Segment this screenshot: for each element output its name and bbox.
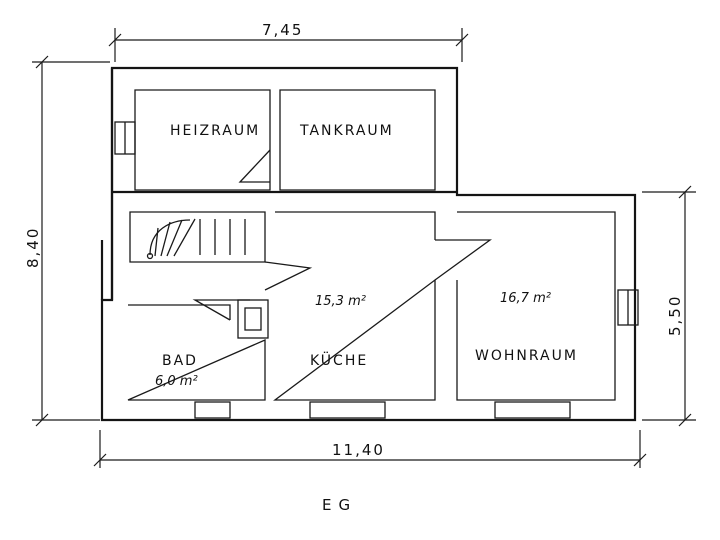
dimension-top-label: 7,45 (262, 21, 303, 39)
tankraum-label: TANKRAUM (299, 123, 394, 139)
dimension-left: 8,40 (24, 55, 110, 427)
bad-label: BAD (162, 353, 198, 369)
doors (192, 149, 492, 321)
heizraum-label: HEIZRAUM (170, 123, 260, 139)
wohnraum-area: 16,7 m² (500, 291, 551, 306)
inner-walls (112, 89, 616, 401)
bad-area: 6,0 m² (155, 374, 198, 389)
dimension-bottom-label: 11,40 (332, 441, 385, 459)
dimension-top: 7,45 (108, 21, 469, 62)
kueche-label: KÜCHE (310, 351, 368, 369)
dimension-right: 5,50 (642, 185, 696, 427)
kueche-area: 15,3 m² (315, 294, 366, 309)
dimension-bottom: 11,40 (93, 430, 647, 468)
staircase (146, 218, 246, 260)
windows (114, 121, 639, 419)
floor-label: EG (322, 496, 357, 514)
dimension-left-label: 8,40 (24, 227, 42, 268)
dimension-right-label: 5,50 (666, 295, 684, 336)
wohnraum-label: WOHNRAUM (475, 348, 578, 364)
outer-walls (100, 66, 637, 422)
